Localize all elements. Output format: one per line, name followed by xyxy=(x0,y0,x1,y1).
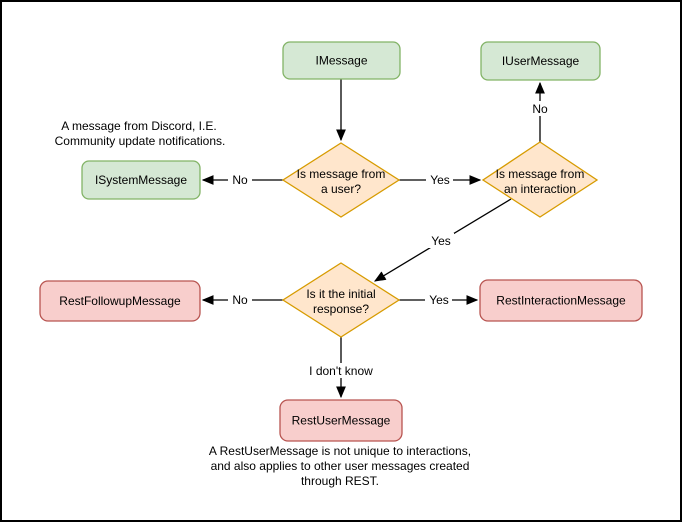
edge-labels: No Yes No Yes No Yes I don't know xyxy=(228,101,552,378)
isystemmessage-box xyxy=(81,160,201,200)
node-imessage: IMessage xyxy=(282,41,401,80)
annotation-rest-user-message-note: A RestUserMessage is not unique to inter… xyxy=(209,444,471,488)
edge-label-interaction-no: No xyxy=(532,102,548,116)
initial-question-line1: Is it the initial xyxy=(306,287,375,301)
annotation-system-message-note: A message from Discord, I.E. Community u… xyxy=(55,119,226,148)
restinteractionmessage-label: RestInteractionMessage xyxy=(496,294,626,308)
node-restfollowupmessage: RestFollowupMessage xyxy=(39,280,201,322)
edge-label-initial-no: No xyxy=(232,293,248,307)
edge-label-initial-yes: Yes xyxy=(429,293,449,307)
interaction-question-diamond xyxy=(481,141,599,218)
isystemmessage-label: ISystemMessage xyxy=(95,173,187,187)
restusermessage-box xyxy=(279,399,403,442)
user-question-line1: Is message from xyxy=(297,167,386,181)
user-question-diamond xyxy=(281,142,401,218)
node-iusermessage: IUserMessage xyxy=(480,41,601,81)
node-restusermessage: RestUserMessage xyxy=(279,399,403,442)
rest-note-line1: A RestUserMessage is not unique to inter… xyxy=(209,444,471,458)
imessage-box xyxy=(282,41,401,80)
system-note-line1: A message from Discord, I.E. xyxy=(61,119,216,133)
decision-is-message-from-interaction: Is message from an interaction xyxy=(481,141,599,218)
interaction-question-line1: Is message from xyxy=(496,167,585,181)
label-bg xyxy=(306,363,376,378)
label-bg xyxy=(228,292,252,307)
label-bg xyxy=(228,172,252,187)
initial-question-diamond xyxy=(281,262,401,338)
restfollowupmessage-label: RestFollowupMessage xyxy=(59,294,181,308)
edges xyxy=(201,79,545,399)
rest-note-line2: and also applies to other user messages … xyxy=(211,459,470,473)
imessage-label: IMessage xyxy=(315,54,367,68)
label-bg xyxy=(425,292,452,307)
decision-is-initial-response: Is it the initial response? xyxy=(281,262,401,338)
restfollowupmessage-box xyxy=(39,280,201,322)
decision-is-message-from-user: Is message from a user? xyxy=(281,142,401,218)
node-isystemmessage: ISystemMessage xyxy=(81,160,201,200)
iusermessage-box xyxy=(480,41,601,81)
system-note-line2: Community update notifications. xyxy=(55,134,226,148)
initial-question-line2: response? xyxy=(313,302,369,316)
restinteractionmessage-box xyxy=(479,279,643,322)
restusermessage-label: RestUserMessage xyxy=(292,414,391,428)
rest-note-line3: through REST. xyxy=(301,474,379,488)
edge-label-user-no: No xyxy=(232,173,248,187)
label-bg xyxy=(426,172,453,187)
edge-label-interaction-yes: Yes xyxy=(431,234,451,248)
label-bg xyxy=(427,233,454,248)
interaction-question-line2: an interaction xyxy=(504,182,576,196)
user-question-line2: a user? xyxy=(321,182,361,196)
node-restinteractionmessage: RestInteractionMessage xyxy=(479,279,643,322)
edge-label-initial-unknown: I don't know xyxy=(309,364,373,378)
edge-label-user-yes: Yes xyxy=(430,173,450,187)
iusermessage-label: IUserMessage xyxy=(502,54,580,68)
label-bg xyxy=(528,101,552,116)
